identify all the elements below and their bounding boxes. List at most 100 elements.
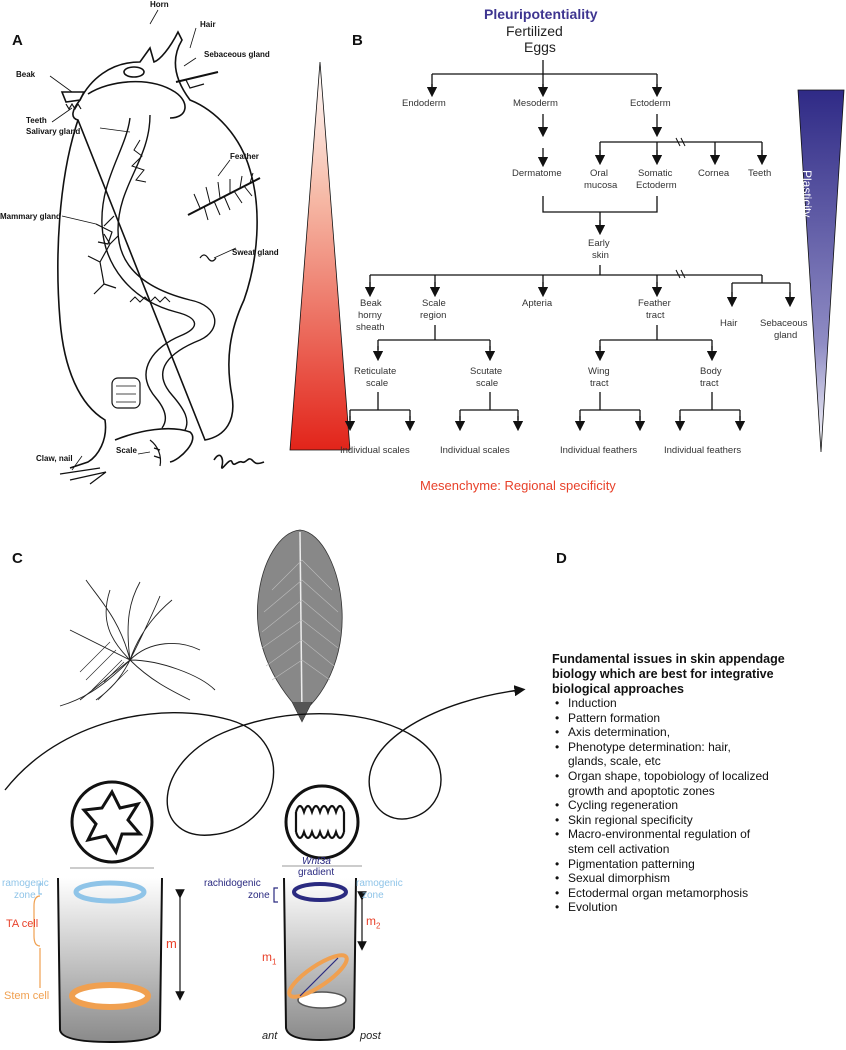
issue-item: Ectodermal organ metamorphosis	[554, 886, 844, 901]
node-individual-feathers-2: Individual feathers	[664, 445, 742, 456]
contour-feather-drawing	[257, 529, 343, 723]
panel-d-title-line-1: Fundamental issues in skin appendage	[552, 652, 785, 666]
node-reticulate: Reticulate	[354, 366, 397, 377]
panel-a-drawing	[49, 9, 265, 485]
m1-letter: m	[262, 950, 272, 964]
node-reticulate-scale: scale	[366, 378, 389, 389]
follicle-1	[33, 877, 185, 1044]
issue-item: Cycling regeneration	[554, 798, 844, 813]
node-individual-scales-2: Individual scales	[440, 445, 510, 456]
cross-section-1	[70, 780, 154, 869]
ramogenic-zone-1-a: ramogenic	[2, 878, 49, 889]
issue-item: Skin regional specificity	[554, 813, 844, 828]
issue-item: Induction	[554, 696, 844, 711]
node-body-tract: tract	[700, 378, 719, 389]
panel-d-issue-list: Induction Pattern formation Axis determi…	[554, 696, 844, 915]
follicle-2	[273, 877, 367, 1042]
label-horn: Horn	[150, 0, 169, 9]
node-mucosa: mucosa	[584, 180, 618, 191]
label-claw-nail: Claw, nail	[36, 454, 73, 463]
panel-label-d: D	[556, 550, 567, 567]
node-feather: Feather	[638, 298, 671, 309]
label-mammary-gland: Mammary gland	[0, 212, 61, 221]
regional-specificity-gradient	[289, 61, 351, 451]
label-scale: Scale	[116, 446, 137, 455]
node-oral: Oral	[590, 168, 608, 179]
cycle-loop-arrow	[4, 685, 526, 836]
ant-label: ant	[262, 1030, 278, 1042]
label-beak: Beak	[16, 70, 36, 79]
m-label: m	[166, 936, 177, 951]
rachidogenic-zone-a: rachidogenic	[204, 878, 261, 889]
panel-d-title-line-2: biology which are best for integrative	[552, 667, 774, 681]
node-scutate: Scutate	[470, 366, 503, 377]
node-mesoderm: Mesoderm	[513, 98, 558, 109]
plasticity-label: Plasticity	[800, 170, 814, 218]
issue-item: Macro-environmental regulation of	[554, 827, 844, 842]
label-feather: Feather	[230, 152, 259, 161]
node-scutate-scale: scale	[476, 378, 499, 389]
node-gland: gland	[774, 330, 798, 341]
wnt3a-gradient-label: gradient	[298, 867, 335, 878]
m1-subscript: 1	[272, 957, 277, 967]
label-sebaceous-gland: Sebaceous gland	[204, 50, 270, 59]
node-sebaceous: Sebaceous	[760, 318, 808, 329]
regional-specificity-label: Regional Specificity	[256, 255, 270, 360]
node-early: Early	[588, 238, 610, 249]
node-skin: skin	[592, 250, 609, 261]
post-label: post	[360, 1030, 381, 1042]
node-hair: Hair	[720, 318, 738, 329]
cross-section-2	[282, 784, 362, 867]
node-endoderm: Endoderm	[402, 98, 446, 109]
ramogenic-zone-2-b: zone	[362, 890, 384, 901]
m1-label: m1	[262, 950, 276, 966]
plasticity-gradient	[797, 89, 845, 453]
m2-label: m2	[366, 914, 380, 930]
ramogenic-zone-2-a: ramogenic	[356, 878, 403, 889]
node-sheath: sheath	[356, 322, 385, 333]
panel-label-a: A	[12, 32, 23, 49]
node-scale: Scale	[422, 298, 446, 309]
ta-cell-label: TA cell	[6, 918, 39, 930]
label-salivary-gland: Salivary gland	[26, 127, 81, 136]
node-dermatome: Dermatome	[512, 168, 562, 179]
node-beak: Beak	[360, 298, 382, 309]
issue-item: Pigmentation patterning	[554, 857, 844, 872]
node-wing-tract: tract	[590, 378, 609, 389]
m2-letter: m	[366, 914, 376, 928]
node-horny: horny	[358, 310, 382, 321]
panel-label-b: B	[352, 32, 363, 49]
issue-item: Sexual dimorphism	[554, 871, 844, 886]
node-individual-scales-1: Individual scales	[340, 445, 410, 456]
node-somatic-ectoderm: Ectoderm	[636, 180, 677, 191]
issue-item-continuation: glands, scale, etc	[568, 754, 661, 769]
issue-item-continuation: stem cell activation	[568, 841, 670, 856]
eggs-label: Eggs	[524, 39, 556, 55]
node-body: Body	[700, 366, 722, 377]
issue-item: Evolution	[554, 900, 844, 915]
rachidogenic-zone-b: zone	[248, 890, 270, 901]
mesenchyme-label: Mesenchyme: Regional specificity	[420, 478, 616, 493]
fertilized-label: Fertilized	[506, 23, 563, 39]
panel-label-c: C	[12, 550, 23, 567]
label-sweat-gland: Sweat gland	[232, 248, 279, 257]
label-teeth: Teeth	[26, 116, 47, 125]
wnt3a-label: Wnt3a	[302, 856, 331, 867]
node-cornea: Cornea	[698, 168, 730, 179]
node-individual-feathers-1: Individual feathers	[560, 445, 638, 456]
panel-d-title-line-3: biological approaches	[552, 682, 684, 696]
node-wing: Wing	[588, 366, 610, 377]
stem-cell-label: Stem cell	[4, 990, 50, 1002]
panel-b-tree	[344, 60, 796, 432]
issue-item-continuation: growth and apoptotic zones	[568, 783, 715, 798]
node-somatic: Somatic	[638, 168, 673, 179]
m2-subscript: 2	[376, 921, 381, 931]
label-hair: Hair	[200, 20, 216, 29]
pleuripotentiality-label: Pleuripotentiality	[484, 6, 598, 22]
node-apteria: Apteria	[522, 298, 553, 309]
node-teeth: Teeth	[748, 168, 772, 179]
node-ectoderm: Ectoderm	[630, 98, 671, 109]
downy-feather-drawing	[59, 579, 216, 707]
node-feather-tract: tract	[646, 310, 665, 321]
